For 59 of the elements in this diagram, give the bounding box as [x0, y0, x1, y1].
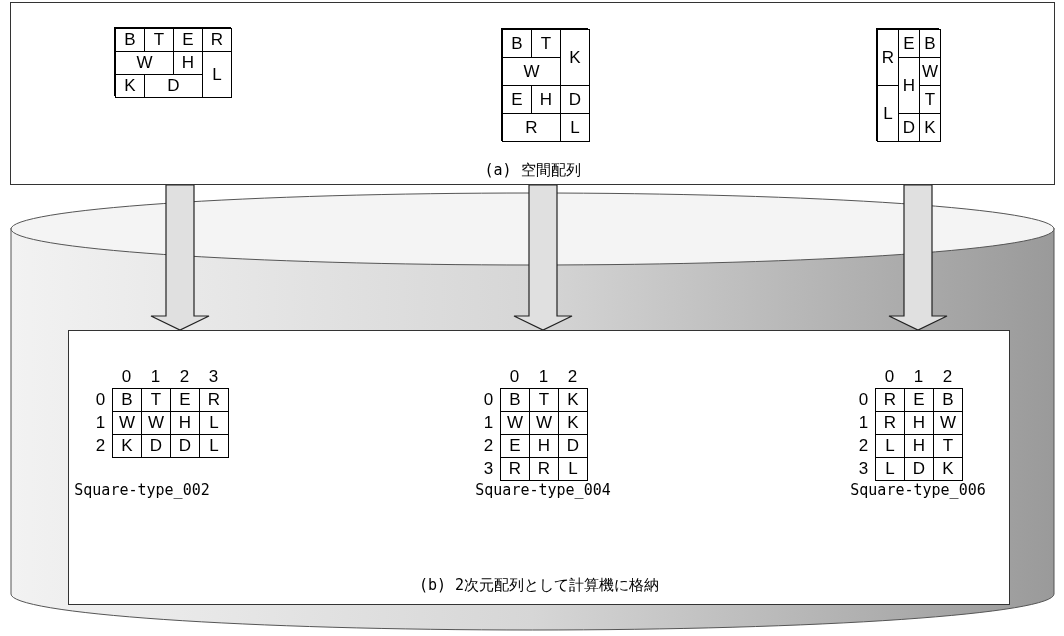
- array-cell: L: [558, 457, 588, 481]
- array-name: Square-type_004: [474, 480, 612, 501]
- array-cell: R: [875, 388, 905, 412]
- room-cell: B: [919, 29, 941, 58]
- index-number: 2: [94, 434, 107, 457]
- panel-caption: (b) 2次元配列として計算機に格納: [417, 576, 661, 595]
- index-number: 1: [857, 411, 870, 434]
- floor-plan: [876, 28, 939, 141]
- panel: [10, 2, 1055, 185]
- index-number: 3: [857, 457, 870, 480]
- index-number: 2: [482, 434, 495, 457]
- index-number: 2: [941, 365, 954, 388]
- array-cell: K: [933, 457, 963, 481]
- room-cell: R: [202, 28, 232, 52]
- room-cell: L: [202, 51, 232, 98]
- block-arrow: [888, 184, 948, 331]
- index-number: 1: [94, 411, 107, 434]
- array-cell: R: [199, 388, 229, 412]
- array-cell: L: [875, 457, 905, 481]
- array-cell: B: [112, 388, 142, 412]
- floor-plan: [501, 28, 588, 141]
- room-cell: B: [502, 29, 532, 58]
- array-cell: K: [558, 388, 588, 412]
- index-number: 2: [566, 365, 579, 388]
- block-arrow: [513, 184, 573, 331]
- room-cell: L: [560, 113, 590, 142]
- floor-plan: [114, 27, 231, 96]
- index-number: 0: [94, 388, 107, 411]
- room-cell: R: [877, 29, 899, 86]
- index-number: 0: [857, 388, 870, 411]
- array-cell: B: [933, 388, 963, 412]
- room-cell: B: [115, 28, 145, 52]
- room-cell: L: [877, 85, 899, 142]
- index-number: 0: [482, 388, 495, 411]
- room-cell: K: [115, 74, 145, 98]
- room-cell: W: [919, 57, 941, 86]
- index-number: 0: [883, 365, 896, 388]
- room-cell: K: [919, 113, 941, 142]
- storage-panel: [68, 330, 1010, 605]
- index-number: 2: [857, 434, 870, 457]
- index-number: 1: [149, 365, 162, 388]
- panel-caption: (a) 空間配列: [483, 161, 582, 180]
- index-number: 0: [120, 365, 133, 388]
- array-name: Square-type_006: [849, 480, 987, 501]
- index-number: 0: [508, 365, 521, 388]
- index-number: 2: [178, 365, 191, 388]
- room-cell: R: [502, 113, 561, 142]
- array-cell: R: [500, 457, 530, 481]
- array-cell: L: [199, 434, 229, 458]
- block-arrow: [150, 184, 210, 331]
- array-cell: K: [112, 434, 142, 458]
- index-number: 1: [912, 365, 925, 388]
- index-number: 1: [482, 411, 495, 434]
- index-number: 3: [207, 365, 220, 388]
- index-number: 3: [482, 457, 495, 480]
- array-name: Square-type_002: [73, 480, 211, 501]
- room-cell: K: [560, 29, 590, 86]
- array-cell: B: [500, 388, 530, 412]
- index-number: 1: [537, 365, 550, 388]
